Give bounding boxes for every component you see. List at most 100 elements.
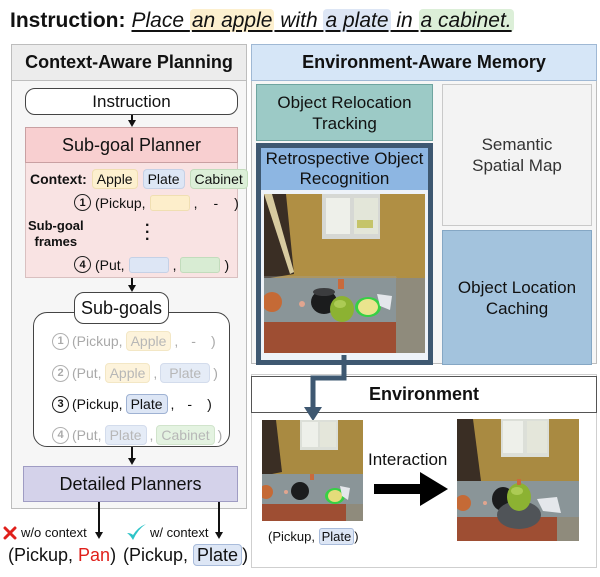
instruction-part: Place [131,9,190,32]
frame-close: ) [224,256,230,273]
kitchen-scene-image-recognition [264,194,425,353]
subgoal-frames-label-line: Sub-goal [28,218,84,233]
close-paren: ) [217,427,223,443]
output-action: (Pickup, [123,545,194,565]
frame-slot-object [128,256,169,273]
subgoal-target-chip: Cabinet [156,425,215,445]
step-number-badge: 1 [52,332,69,350]
subgoals-title: Sub-goals [74,292,169,324]
environment-action-label: (Pickup, Plate) [268,528,359,545]
instruction-highlight-apple: an apple [189,9,275,32]
close-paren: ) [207,396,212,412]
box-label-line: Object Location [457,277,577,297]
output-close: ) [110,545,117,565]
detailed-planners-box: Detailed Planners [23,466,238,502]
arrow-line [218,502,220,533]
instruction-part: in [390,9,419,32]
separator: , [170,396,175,412]
instruction-highlight-cabinet: a cabinet. [418,9,514,32]
context-chip-apple: Apple [91,169,138,189]
close-paren: ) [210,333,216,349]
step-number-badge: 1 [74,194,91,211]
kitchen-scene-after-image [457,419,579,541]
output-correct-object: Plate [193,544,243,566]
instruction-part: with [274,9,324,32]
box-label-line: Caching [485,298,549,318]
arrow-line [131,115,133,121]
box-label-line: Recognition [299,169,390,188]
frame-separator: , [193,194,198,211]
instruction-box: Instruction [25,88,238,115]
subgoal-object-chip: Apple [125,331,172,351]
separator: , [153,365,158,381]
subgoal-frame-4: 4 (Put, , ) [74,256,229,273]
output-without-context: (Pickup, Pan) [8,545,116,566]
output-wrong-object: Pan [78,545,111,565]
semantic-spatial-map-box: Semantic Spatial Map [442,84,592,226]
subgoal-object-chip: Plate [104,425,147,445]
separator: , [174,333,179,349]
subgoal-action: (Pickup, [72,333,123,349]
step-number-badge: 2 [52,364,69,382]
arrow-head [215,532,223,539]
environment-title: Environment [251,376,597,413]
subgoal-item: 4 (Put, Plate, Cabinet) [52,425,222,445]
retrospective-connector-arrow [304,355,347,421]
separator: , [149,427,154,443]
without-context-label: w/o context [3,525,87,540]
frame-slot-target [180,256,221,273]
frame-close: ) [234,194,239,211]
subgoal-planner-title: Sub-goal Planner [25,127,238,163]
output-with-context: (Pickup, Plate) [123,544,249,566]
box-label-line: Semantic [481,135,553,154]
action-prefix: (Pickup, [268,529,319,544]
step-number-badge: 3 [52,395,69,413]
arrow-line [131,447,133,459]
frame-action: (Put, [95,256,125,273]
with-context-text: w/ context [150,524,209,540]
frame-action: (Pickup, [95,194,146,211]
subgoal-action: (Put, [72,427,102,443]
subgoal-target-chip: Plate [160,363,211,383]
subgoal-frame-1: 1 (Pickup, , - ) [74,194,239,211]
arrow-head [128,120,136,127]
context-row: Context: Apple Plate Cabinet [30,168,248,190]
context-chip-cabinet: Cabinet [189,169,248,189]
subgoal-object-chip: Plate [125,394,168,414]
subgoal-target: - [187,396,193,412]
arrow-head [95,532,103,539]
subgoal-action: (Pickup, [72,396,123,412]
frame-target: - [213,194,219,211]
environment-aware-memory-title: Environment-Aware Memory [251,44,597,81]
without-context-text: w/o context [21,525,87,540]
object-relocation-tracking-box: Object Relocation Tracking [256,84,433,141]
frame-slot-object [149,194,190,211]
retrospective-object-recognition-title: Retrospective Object Recognition [261,148,428,190]
context-aware-planning-title: Context-Aware Planning [11,44,247,81]
step-number-badge: 4 [52,426,69,444]
output-close: ) [242,545,249,565]
context-label: Context: [30,171,87,187]
instruction-header: Instruction: Place an apple with a plate… [10,6,514,36]
check-icon [127,524,146,540]
subgoal-item-active: 3 (Pickup, Plate, - ) [52,394,212,414]
action-suffix: ) [354,529,359,544]
instruction-highlight-plate: a plate [323,9,391,32]
box-label-line: Object Relocation [277,92,412,112]
step-number-badge: 4 [74,256,91,273]
frame-separator: , [172,256,177,273]
subgoal-object-chip: Apple [104,363,151,383]
arrow-line [98,502,100,533]
box-label-line: Retrospective Object [265,149,424,168]
subgoal-item: 2 (Put, Apple, Plate) [52,363,218,383]
output-action: (Pickup, [8,545,79,565]
arrow-line [131,278,133,286]
kitchen-scene-before-image [262,420,363,521]
object-location-caching-box: Object Location Caching [442,230,592,365]
vertical-ellipsis: ··· [145,217,151,248]
instruction-label: Instruction: [10,9,126,32]
close-paren: ) [213,365,218,381]
subgoal-frames-label-line: frames [34,234,78,249]
subgoal-item: 1 (Pickup, Apple, - ) [52,331,216,351]
with-context-label: w/ context [125,523,209,541]
